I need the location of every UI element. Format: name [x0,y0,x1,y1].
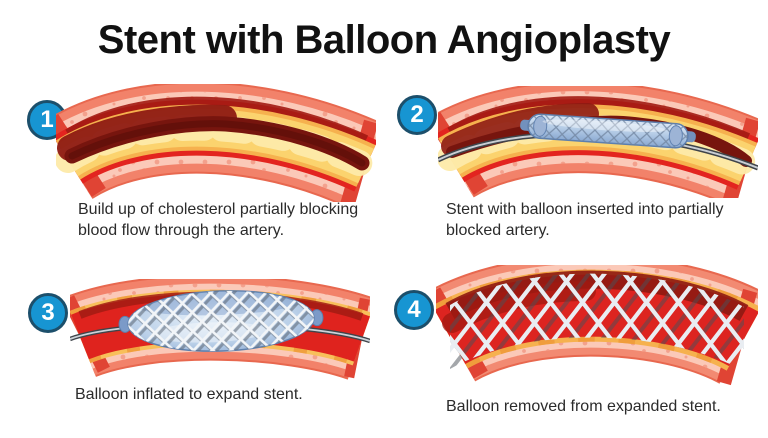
blood-channel [57,104,370,171]
title-bar: Stent with Balloon Angioplasty [0,0,768,80]
step-caption: Balloon removed from expanded stent. [446,398,721,415]
artery-illustration-blocked [56,84,376,202]
step-panel-4: 4 [384,259,768,438]
stent-with-balloon [520,113,696,149]
step-panel-1: 1 [0,80,384,259]
step-caption: Build up of cholesterol partially blocki… [78,201,359,239]
page-title: Stent with Balloon Angioplasty [97,17,671,62]
step-number-badge: 4 [394,290,434,330]
stent-mesh [528,114,688,148]
artery-illustration-stent-inserted [438,86,758,198]
step-panel-2: 2 [384,80,768,259]
step-caption: Stent with balloon inserted into partial… [446,201,724,239]
artery-illustration-balloon-inflated [70,279,370,380]
inflated-balloon-with-stent [118,287,324,355]
step-panel-3: 3 [0,259,384,438]
stent-mesh [127,287,315,355]
artery-illustration-expanded-stent [436,265,758,386]
steps-grid: 1 [0,80,768,438]
step-number-badge: 2 [397,95,437,135]
step-caption: Balloon inflated to expand stent. [75,386,303,403]
step-number-badge: 3 [28,293,68,333]
stent-mesh-front [450,273,744,371]
expanded-stent-mesh [450,273,744,371]
